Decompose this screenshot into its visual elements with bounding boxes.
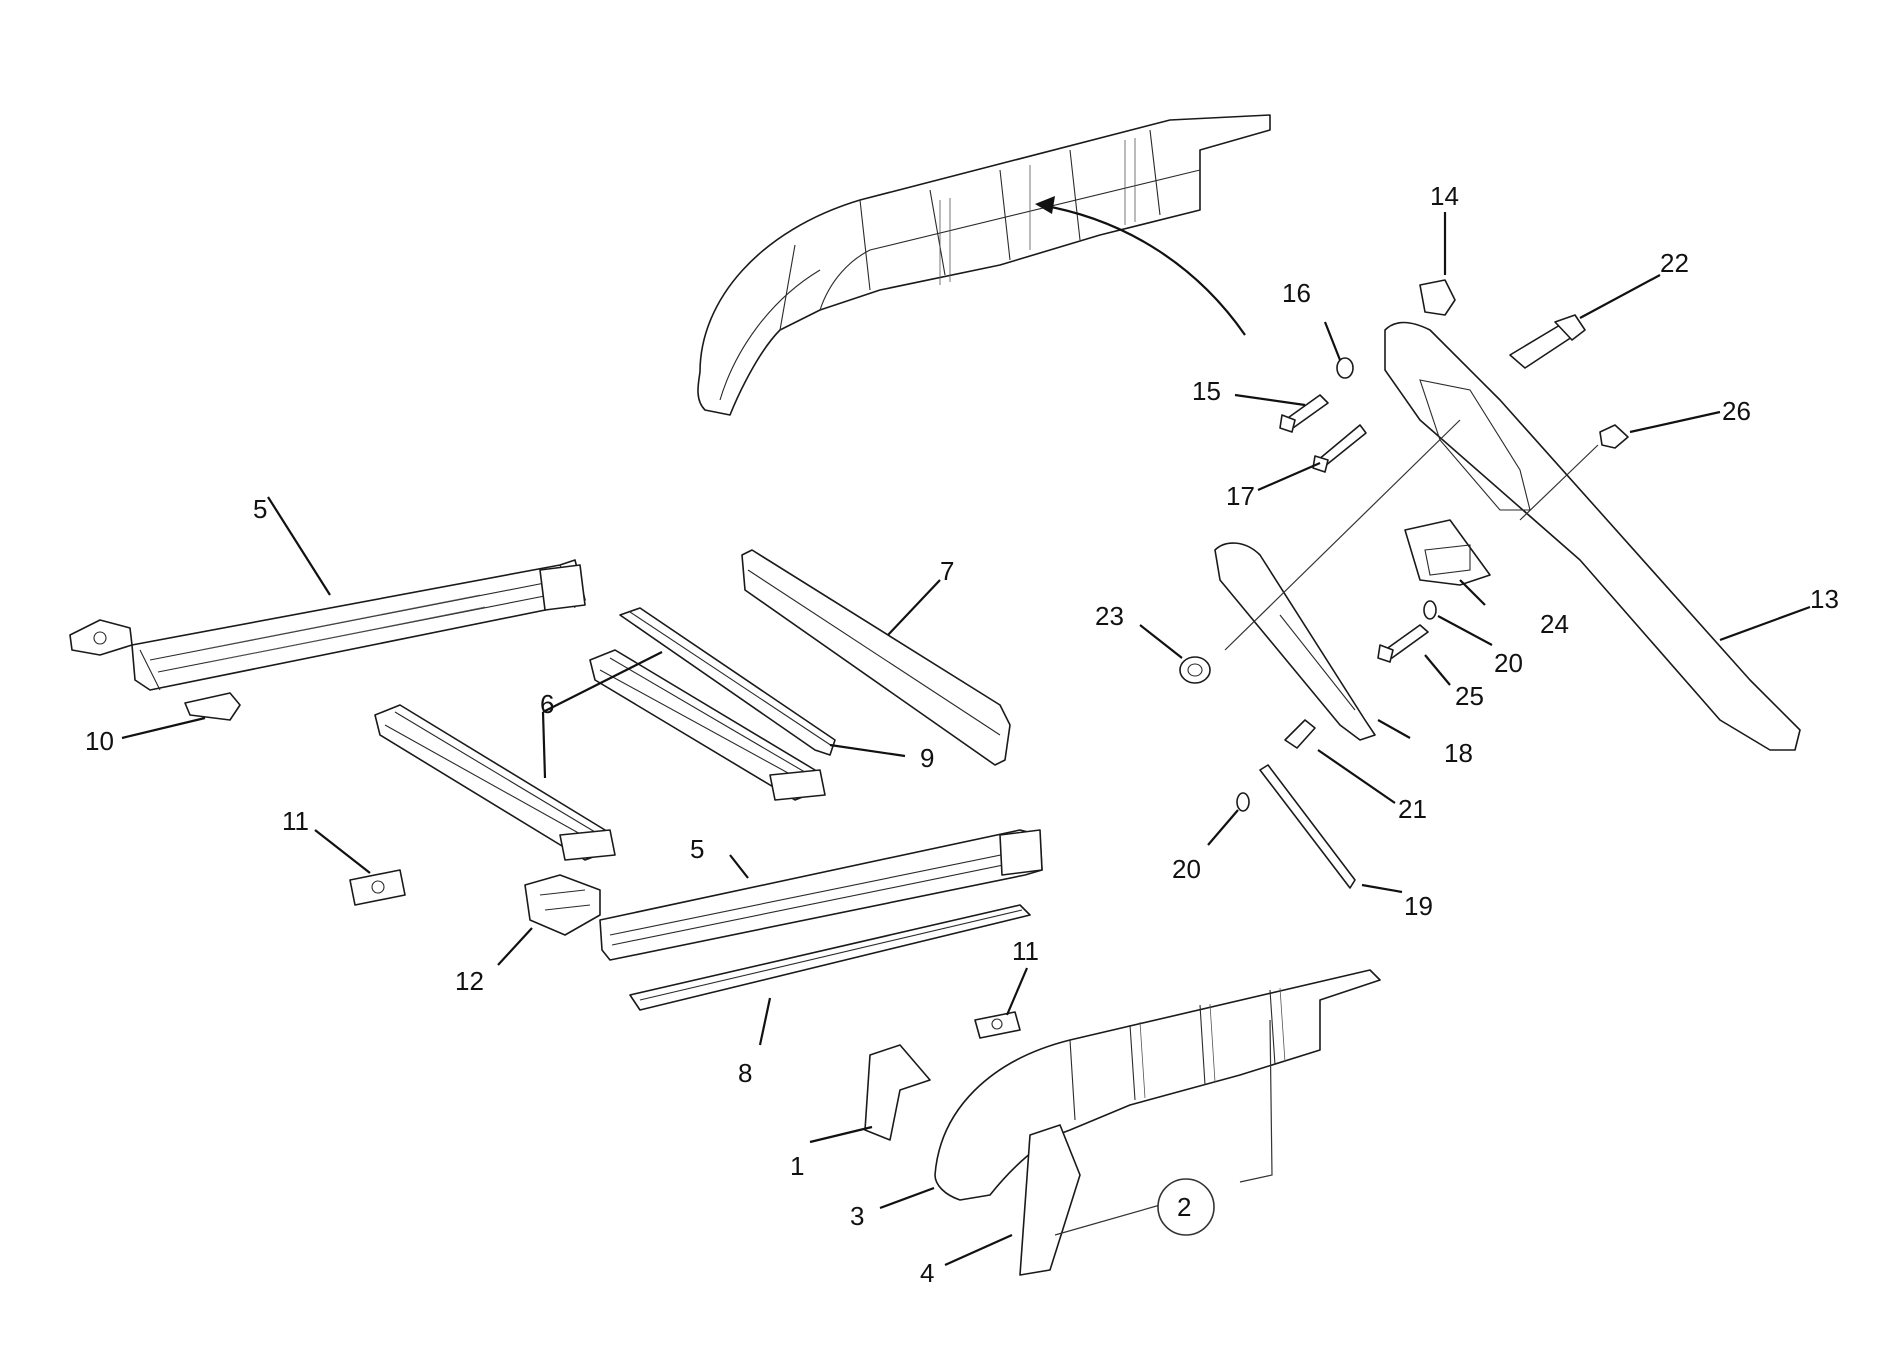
part-20-washer-lower	[1236, 792, 1250, 812]
callout-5b: 5	[690, 834, 704, 864]
relocation-arrow	[1039, 203, 1246, 336]
part-5-upper-rail	[131, 559, 586, 691]
part-14-nut	[1419, 279, 1456, 316]
assembly-line-2b	[1054, 1204, 1161, 1236]
part-11-nutplate-right	[974, 1011, 1021, 1039]
part-18-plate	[1214, 542, 1376, 741]
callout-15: 15	[1192, 376, 1221, 406]
part-26-nut	[1599, 424, 1629, 449]
callout-7: 7	[940, 556, 954, 586]
upper-wheelhouse	[697, 114, 1271, 416]
callout-20b: 20	[1172, 854, 1201, 884]
part-22-bolt	[1509, 314, 1586, 369]
part-9-channel	[619, 607, 836, 756]
callout-21: 21	[1398, 794, 1427, 824]
callout-16: 16	[1282, 278, 1311, 308]
part-16-washer	[1336, 357, 1354, 379]
part-17-screw	[1312, 424, 1367, 473]
callout-24: 24	[1540, 609, 1569, 639]
callout-5a: 5	[253, 494, 267, 524]
part-10-brackets	[69, 619, 241, 721]
part-5-lower-rail	[599, 829, 1043, 961]
callout-22: 22	[1660, 248, 1689, 278]
callout-26: 26	[1722, 396, 1751, 426]
callout-3: 3	[850, 1201, 864, 1231]
callout-12: 12	[455, 966, 484, 996]
callout-25: 25	[1455, 681, 1484, 711]
callout-14: 14	[1430, 181, 1459, 211]
callout-10: 10	[85, 726, 114, 756]
callout-20a: 20	[1494, 648, 1523, 678]
part-12-bracket	[524, 874, 601, 936]
part-7-strip	[741, 549, 1011, 766]
part-6-crossmember-right	[589, 649, 826, 801]
callout-4: 4	[920, 1258, 934, 1288]
callout-6: 6	[540, 689, 554, 719]
callout-18: 18	[1444, 738, 1473, 768]
part-1-panel	[864, 1044, 931, 1141]
part-8-lower-rail	[629, 904, 1031, 1011]
arrow-head	[1035, 196, 1055, 214]
assembly-line-2	[1239, 1019, 1273, 1183]
part-24-bracket	[1404, 519, 1491, 586]
callout-1: 1	[790, 1151, 804, 1181]
lower-wheelhouse	[934, 969, 1381, 1201]
callout-9: 9	[920, 743, 934, 773]
callout-11b: 11	[1012, 936, 1039, 966]
part-25-bolt	[1377, 624, 1429, 663]
part-4-panel	[1019, 1124, 1081, 1276]
assembly-line-23	[1224, 419, 1461, 651]
part-15-screw	[1279, 394, 1329, 433]
callout-17: 17	[1226, 481, 1255, 511]
callout-23: 23	[1095, 601, 1124, 631]
assembly-line-26	[1519, 444, 1599, 521]
part-19-strip	[1259, 764, 1356, 889]
callout-8: 8	[738, 1058, 752, 1088]
part-21-pin	[1284, 719, 1316, 749]
leader-lines	[121, 212, 1811, 1267]
callout-2-circle	[1157, 1178, 1215, 1236]
callout-11a: 11	[282, 806, 309, 836]
callout-2: 2	[1177, 1192, 1191, 1222]
part-6-crossmember-left	[374, 704, 616, 861]
part-11-nutplate-left	[349, 869, 406, 906]
callout-19: 19	[1404, 891, 1433, 921]
part-23-nut	[1179, 656, 1211, 684]
part-20-washer-upper	[1423, 600, 1437, 620]
callout-13: 13	[1810, 584, 1839, 614]
